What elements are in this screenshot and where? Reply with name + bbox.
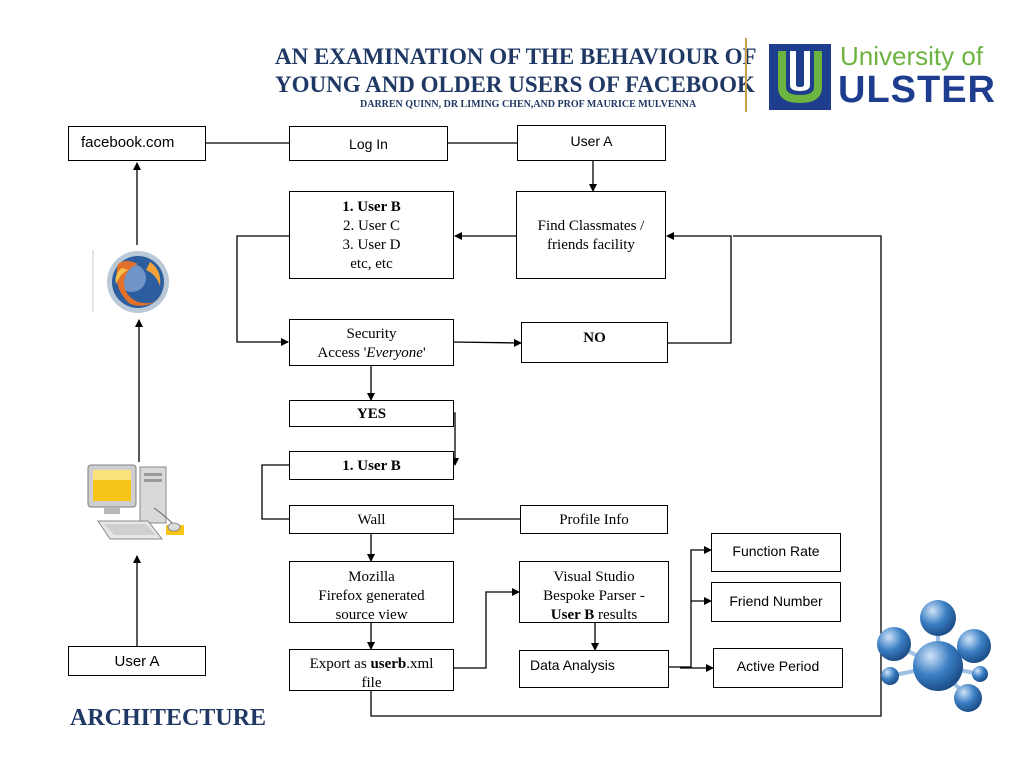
login-box: Log In xyxy=(289,126,448,161)
architecture-heading: ARCHITECTURE xyxy=(70,705,267,731)
visual-studio-line-1: Visual Studio xyxy=(553,569,635,585)
user-b-box: 1. User B xyxy=(289,451,454,480)
user-list-item-1: 1. User B xyxy=(342,199,401,215)
facebook-box: facebook.com xyxy=(68,126,206,161)
visual-studio-line-3: User B results xyxy=(550,607,638,623)
security-everyone-label: Everyone xyxy=(366,345,423,361)
logo-university-of: University of xyxy=(840,41,984,71)
export-xml-box: Export as userb.xml file xyxy=(289,649,454,691)
user-list-box: 1. User B 2. User C 3. User D etc, etc xyxy=(289,191,454,279)
university-logo: University of ULSTER xyxy=(768,41,995,111)
mozilla-line-2: Firefox generated xyxy=(318,588,425,604)
wall-box: Wall xyxy=(289,505,454,534)
firefox-icon xyxy=(92,248,172,316)
computer-icon xyxy=(84,463,200,553)
user-list-item-2: 2. User C xyxy=(342,218,401,234)
find-classmates-line-1: Find Classmates / xyxy=(537,218,645,234)
mozilla-source-view-box: Mozilla Firefox generated source view xyxy=(289,561,454,623)
active-period-box: Active Period xyxy=(713,648,843,688)
friend-number-box: Friend Number xyxy=(711,582,841,622)
ulster-emblem-icon xyxy=(769,44,831,110)
user-list-item-4: etc, etc xyxy=(350,256,393,272)
find-classmates-box: Find Classmates / friends facility xyxy=(516,191,666,279)
title-line-1: AN EXAMINATION OF THE BEHAVIOUR OF xyxy=(275,44,757,69)
logo-ulster: ULSTER xyxy=(838,69,996,111)
mozilla-line-3: source view xyxy=(335,607,408,623)
user-list-item-3: 3. User D xyxy=(342,237,401,253)
network-molecule-icon xyxy=(870,598,994,718)
mozilla-line-1: Mozilla xyxy=(348,569,395,585)
data-analysis-box: Data Analysis xyxy=(519,650,669,688)
export-line-1: Export as userb.xml xyxy=(309,656,434,672)
export-line-2: file xyxy=(361,675,382,691)
security-line-1: Security xyxy=(346,326,397,342)
security-line-2: Access 'Everyone' xyxy=(317,345,426,361)
user-a-top-box: User A xyxy=(517,125,666,161)
visual-studio-parser-box: Visual Studio Bespoke Parser - User B re… xyxy=(519,561,669,623)
find-classmates-line-2: friends facility xyxy=(547,237,635,253)
yes-box: YES xyxy=(289,400,454,427)
user-a-bottom-box: User A xyxy=(68,646,206,676)
header-divider xyxy=(745,38,747,112)
title-line-2: YOUNG AND OLDER USERS OF FACEBOOK xyxy=(275,72,755,97)
function-rate-box: Function Rate xyxy=(711,533,841,572)
visual-studio-line-2: Bespoke Parser - xyxy=(543,588,645,604)
no-box: NO xyxy=(521,322,668,363)
profile-info-box: Profile Info xyxy=(520,505,668,534)
security-access-box: Security Access 'Everyone' xyxy=(289,319,454,366)
authors-line: DARREN QUINN, DR LIMING CHEN,AND PROF MA… xyxy=(360,99,697,110)
